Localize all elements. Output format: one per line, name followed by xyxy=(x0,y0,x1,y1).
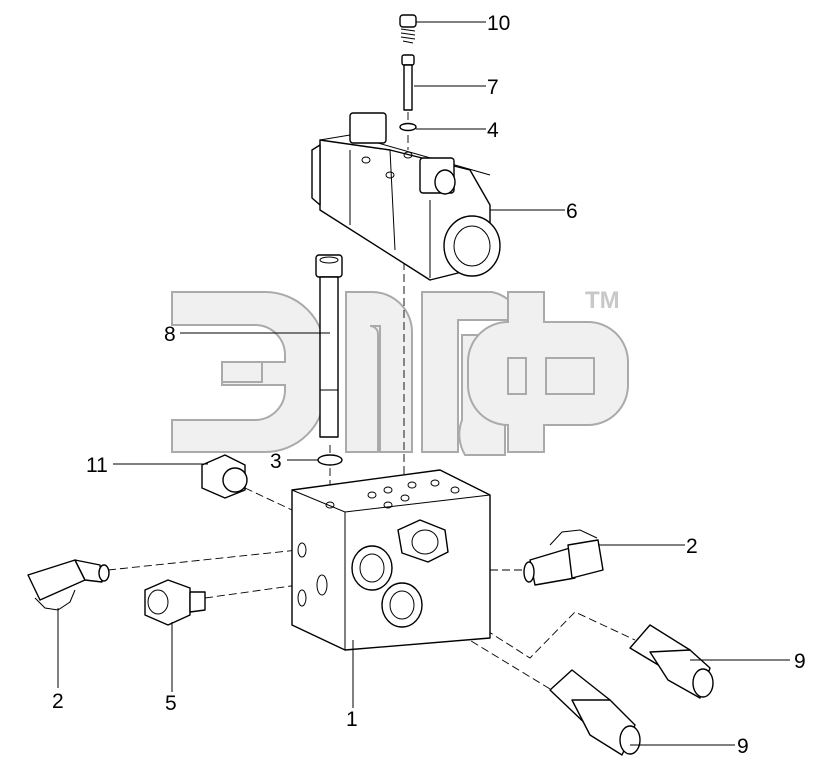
trademark-symbol: TM xyxy=(585,287,620,314)
part-10-screw-spring xyxy=(399,14,417,44)
part-2-right-coupling xyxy=(523,529,604,586)
part-3-washer xyxy=(317,454,343,466)
part-2-left-coupling xyxy=(27,559,110,611)
callouts: 10 7 4 6 8 11 3 2 9 2 5 1 9 xyxy=(52,12,806,758)
callout-10: 10 xyxy=(487,12,510,35)
part-9-lower-sensor xyxy=(549,669,641,756)
callout-6: 6 xyxy=(566,200,578,223)
callout-3: 3 xyxy=(270,450,282,473)
callout-5: 5 xyxy=(165,692,177,715)
part-11-plug-fitting xyxy=(201,454,248,499)
callout-9-upper: 9 xyxy=(794,650,806,673)
callout-7: 7 xyxy=(487,76,499,99)
part-6-solenoid-valve xyxy=(311,112,501,281)
part-4-washer xyxy=(399,122,417,132)
callout-11: 11 xyxy=(86,454,108,477)
part-1-manifold-block xyxy=(291,469,491,651)
callout-1: 1 xyxy=(346,708,358,731)
callout-4: 4 xyxy=(487,119,499,142)
leader-lines xyxy=(57,21,790,746)
callout-2-right: 2 xyxy=(686,535,698,558)
watermark-logo: TM xyxy=(171,287,629,456)
part-5-plug-fitting xyxy=(144,579,206,626)
callout-8: 8 xyxy=(164,323,176,346)
part-9-upper-sensor xyxy=(629,624,714,699)
callout-9-lower: 9 xyxy=(737,735,749,758)
callout-2-left: 2 xyxy=(52,690,64,713)
part-7-pin xyxy=(401,54,415,111)
part-8-bolt xyxy=(315,254,343,438)
